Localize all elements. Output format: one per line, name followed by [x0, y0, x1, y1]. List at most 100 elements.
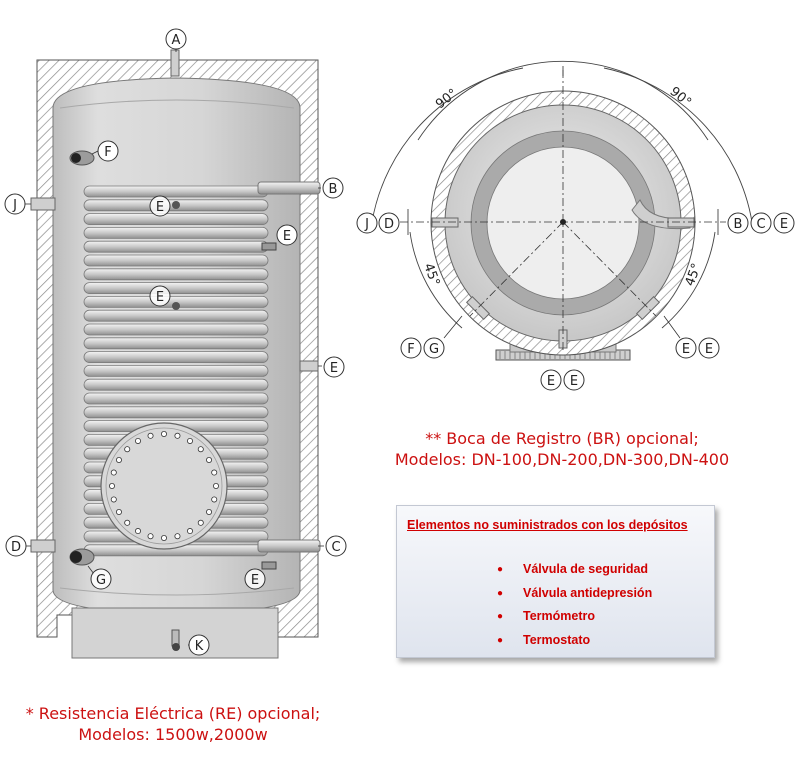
callout-f: F — [97, 140, 119, 162]
sensor-e-1 — [172, 201, 180, 209]
resistance-note-line2: Modelos: 1500w,2000w — [78, 725, 268, 744]
svg-text:E: E — [283, 229, 291, 244]
svg-text:E: E — [705, 342, 713, 357]
callout-c: C — [325, 535, 347, 557]
manway-bolt — [186, 528, 193, 535]
coil-turn — [83, 268, 269, 281]
list-item: Termostato — [497, 629, 652, 653]
manway-bolt — [147, 533, 154, 540]
pipe-a — [170, 49, 180, 77]
coil-turn — [83, 364, 269, 377]
callout-top-g: G — [423, 337, 445, 359]
callout-e-5: E — [244, 568, 266, 590]
manway-bolt — [124, 519, 131, 526]
coil-turn — [83, 309, 269, 322]
svg-text:G: G — [429, 342, 439, 357]
callout-e-3: E — [149, 285, 171, 307]
manway-bolt — [134, 437, 141, 444]
manway-note-line2: Modelos: DN-100,DN-200,DN-300,DN-400 — [394, 450, 730, 469]
coil-turn — [83, 392, 269, 405]
callout-b: B — [322, 177, 344, 199]
pipe-d — [30, 539, 56, 553]
angle-label-right: 90° — [667, 84, 694, 110]
manway-bolt — [211, 469, 218, 476]
pipe-j — [30, 197, 56, 211]
coil-turn — [83, 323, 269, 336]
svg-text:K: K — [195, 639, 204, 654]
manway-bolt — [147, 432, 154, 439]
coil-turn — [83, 185, 269, 198]
angle-label-lower-right: 45° — [683, 261, 705, 288]
callout-top-e-4: E — [540, 369, 562, 391]
svg-text:D: D — [384, 217, 394, 232]
manway-bolt — [186, 437, 193, 444]
manway-bolt — [134, 528, 141, 535]
manway-bolt — [174, 432, 181, 439]
manway-optional-note: ** Boca de Registro (BR) opcional; Model… — [352, 428, 772, 470]
manway-bolt — [110, 469, 117, 476]
callout-j: J — [4, 193, 26, 215]
svg-text:E: E — [780, 217, 788, 232]
callout-top-d: D — [378, 212, 400, 234]
manway-bolt — [115, 508, 122, 515]
manway-bolt — [174, 533, 181, 540]
coil-turn — [83, 213, 269, 226]
svg-text:C: C — [756, 217, 765, 232]
svg-text:J: J — [364, 217, 369, 232]
coil-turn — [83, 226, 269, 239]
manway-bolt — [197, 446, 204, 453]
callout-g: G — [90, 568, 112, 590]
coil-turn — [83, 337, 269, 350]
manway-bolt — [115, 456, 122, 463]
sensor-e-4 — [261, 561, 277, 570]
svg-text:E: E — [156, 200, 164, 215]
callout-d: D — [5, 535, 27, 557]
svg-text:E: E — [251, 573, 259, 588]
svg-text:D: D — [11, 540, 21, 555]
svg-text:E: E — [682, 342, 690, 357]
manway-bolts — [109, 430, 219, 542]
callout-top-c: C — [750, 212, 772, 234]
list-item: Válvula de seguridad — [497, 558, 652, 582]
sensor-e-3 — [261, 242, 277, 251]
callout-top-b: B — [727, 212, 749, 234]
callout-top-e-1: E — [773, 212, 795, 234]
manway-bolt — [206, 456, 213, 463]
callout-e-1: E — [149, 195, 171, 217]
top-view: 90° 90° 45° 45° J D B C E F G E E E E — [356, 60, 795, 391]
manway-bolt — [110, 496, 117, 503]
svg-text:B: B — [329, 182, 338, 197]
coil-turn — [83, 282, 269, 295]
svg-text:F: F — [104, 145, 111, 160]
pipe-e-right — [299, 360, 319, 372]
not-supplied-list: Válvula de seguridad Válvula antidepresi… — [497, 558, 652, 652]
coil-turn — [83, 406, 269, 419]
manway-bolt — [124, 446, 131, 453]
list-item: Termómetro — [497, 605, 652, 629]
svg-text:F: F — [407, 342, 414, 357]
callout-top-f: F — [400, 337, 422, 359]
callout-top-e-3: E — [698, 337, 720, 359]
svg-text:E: E — [330, 361, 338, 376]
sensor-e-2 — [172, 302, 180, 310]
angle-label-lower-left: 45° — [420, 261, 442, 288]
list-item: Válvula antidepresión — [497, 582, 652, 606]
manway-bolt — [160, 535, 167, 542]
manway-note-line1: ** Boca de Registro (BR) opcional; — [425, 429, 699, 448]
manway-bolt — [160, 430, 167, 437]
callout-a: A — [165, 28, 187, 50]
callout-e-2: E — [276, 224, 298, 246]
svg-text:G: G — [96, 573, 106, 588]
svg-text:A: A — [172, 33, 181, 48]
manway-flange — [100, 422, 228, 550]
callout-top-e-2: E — [675, 337, 697, 359]
not-supplied-box: Elementos no suministrados con los depós… — [396, 505, 715, 658]
coil-turn — [83, 254, 269, 267]
manway-bolt — [206, 508, 213, 515]
coil-turn — [83, 351, 269, 364]
svg-text:C: C — [331, 540, 340, 555]
svg-text:E: E — [570, 374, 578, 389]
svg-text:B: B — [734, 217, 743, 232]
manway-bolt — [197, 519, 204, 526]
coil-outlet-pipe — [257, 539, 321, 553]
